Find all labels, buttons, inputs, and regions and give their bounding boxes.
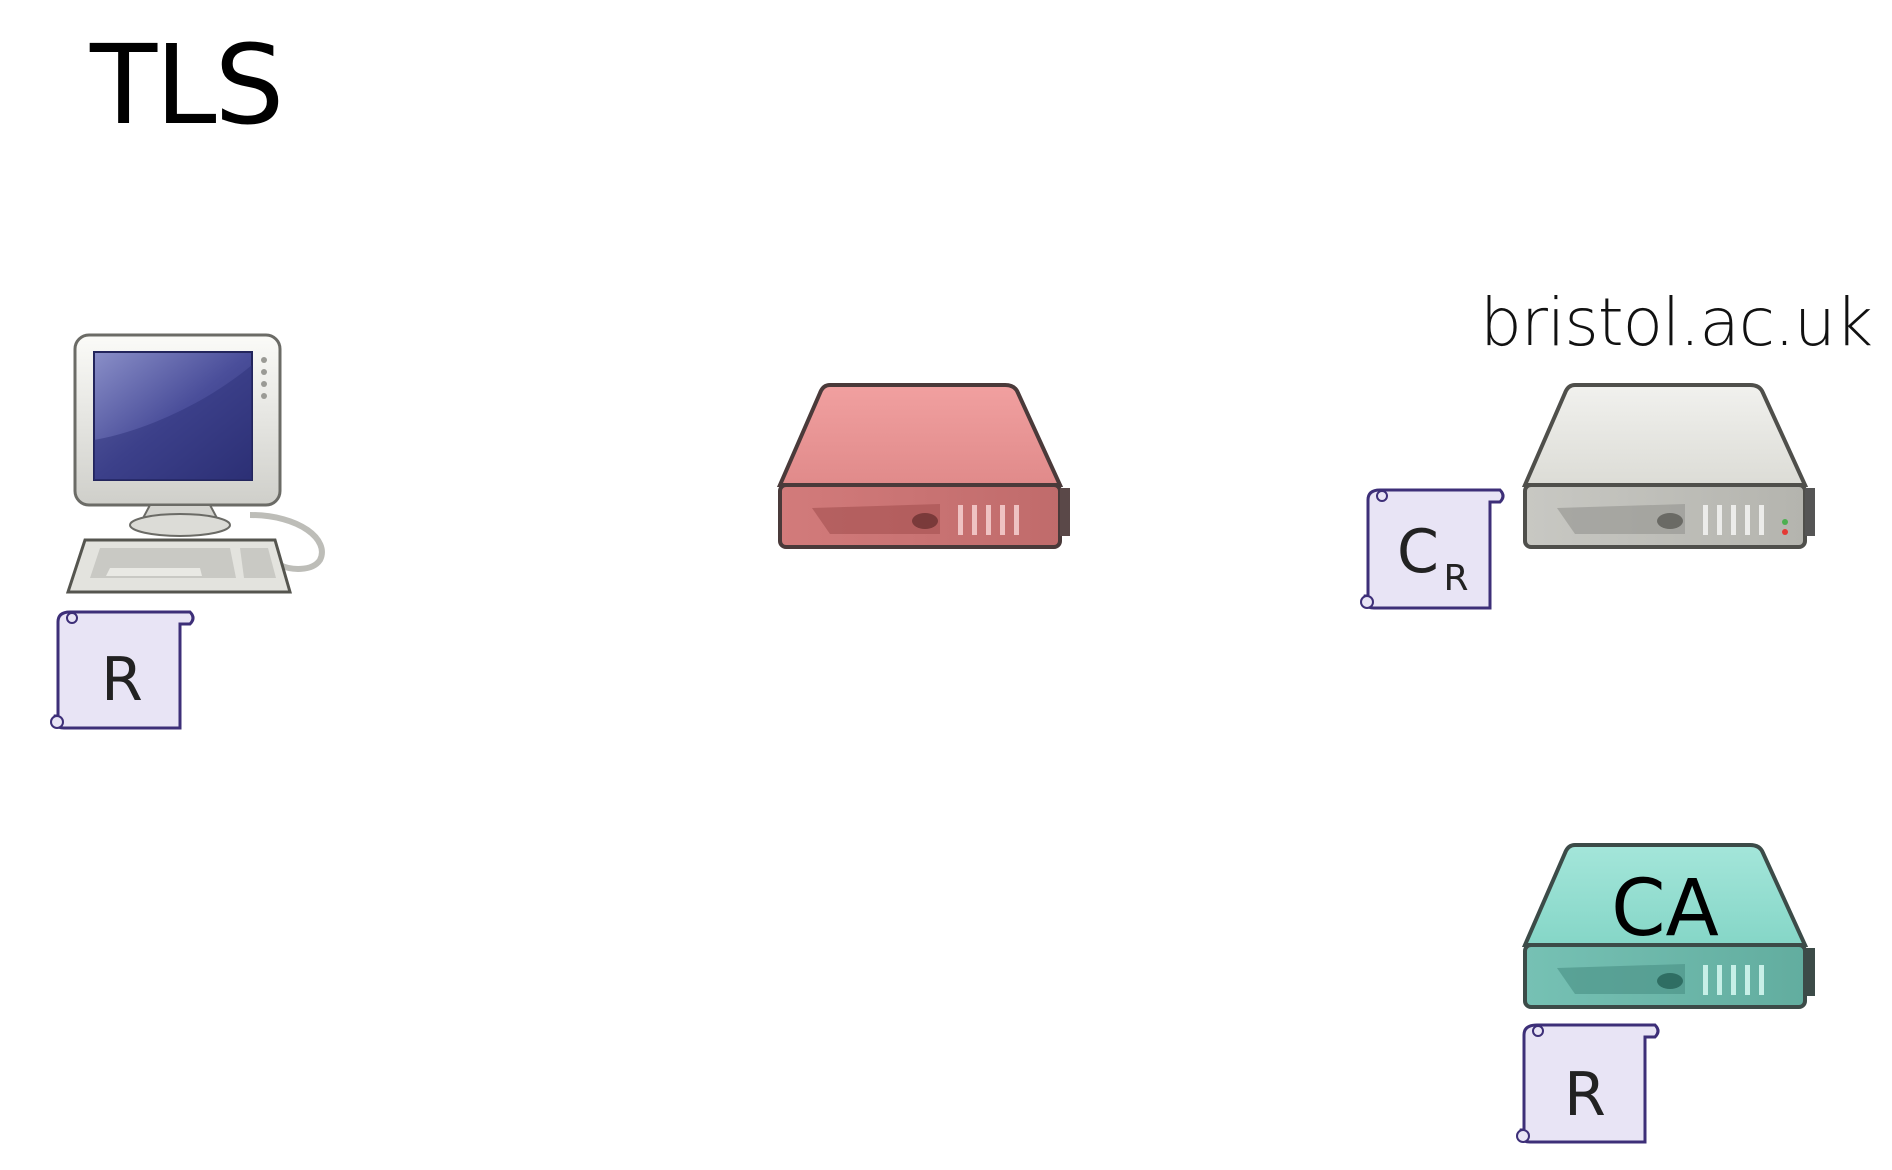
server-scroll-label: C — [1397, 517, 1439, 587]
server-icon — [776, 383, 1070, 549]
server-icon — [1521, 383, 1815, 549]
certificate-scroll-icon: C R — [1360, 488, 1505, 610]
client-scroll-label: R — [101, 645, 143, 715]
server-icon: CA — [1521, 843, 1815, 1009]
certificate-scroll-icon: R — [1516, 1023, 1660, 1144]
server-scroll-subscript: R — [1443, 558, 1468, 599]
server-domain-label: bristol.ac.uk — [1480, 284, 1873, 361]
certificate-scroll-icon: R — [50, 610, 195, 730]
slide-title: TLS — [90, 21, 284, 149]
desktop-computer-icon — [65, 333, 325, 594]
ca-label: CA — [1611, 864, 1719, 954]
ca-scroll-label: R — [1564, 1060, 1606, 1130]
